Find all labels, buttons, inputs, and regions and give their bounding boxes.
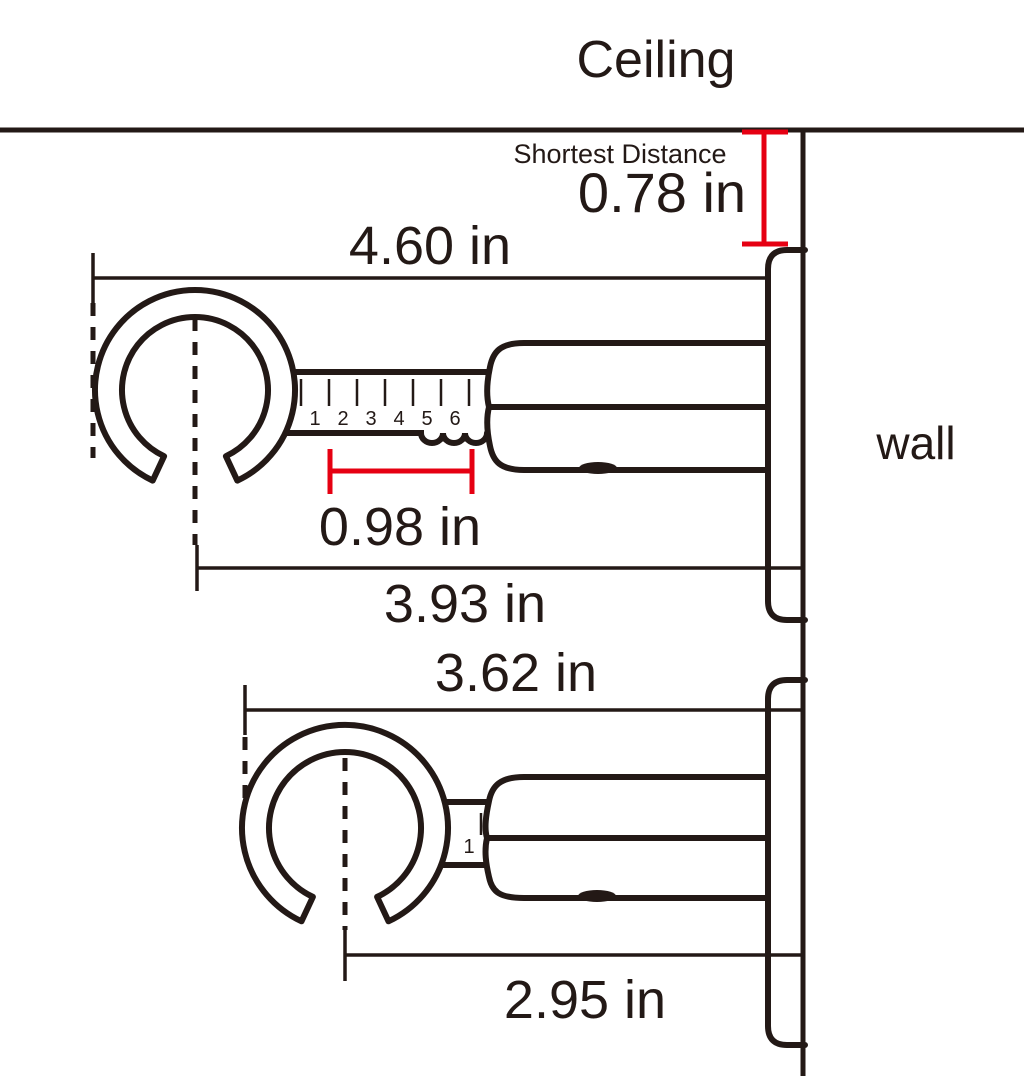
ruler-number: 6 [449,408,460,430]
dimension-value-3-62: 3.62 in [435,643,597,703]
ruler-number: 5 [421,408,432,430]
ruler-number: 3 [365,408,376,430]
wall-plate-top [765,247,808,623]
ruler-scale-extended: 1 2 3 4 5 6 [299,379,471,430]
screw-hole [578,890,616,902]
dimension-2-95 [343,930,803,981]
wall-plate-bottom [765,677,808,1048]
bracket-body-extended [484,340,771,474]
ceiling-label: Ceiling [577,31,736,89]
telescoping-arm-extended: 1 2 3 4 5 6 [265,369,491,446]
dimension-4-60 [91,253,766,303]
ruler-number: 1 [463,836,474,858]
rod-clamp-ring-extended [92,287,298,484]
dimension-value-2-95: 2.95 in [504,970,666,1030]
dimension-0-78-red [742,129,788,247]
dimension-3-93 [195,545,803,591]
ruler-number: 1 [309,408,320,430]
dimension-lines [91,253,803,981]
ruler-number: 2 [337,408,348,430]
shortest-distance-label: Shortest Distance [513,139,726,169]
arm-fill [268,372,490,433]
dimension-3-62 [243,685,803,735]
dimension-value-3-93: 3.93 in [384,574,546,634]
dimension-value-0-98: 0.98 in [319,497,481,557]
wall-label: wall [875,417,955,469]
screw-hole [579,462,617,474]
dimension-value-0-78: 0.78 in [578,161,746,224]
red-dimension-lines [327,129,788,494]
dimension-value-4-60: 4.60 in [349,216,511,276]
ruler-number: 4 [393,408,404,430]
arm-bottom-edge-wavy [265,430,490,446]
dimension-0-98-red [327,449,475,494]
bracket-extended: 1 2 3 4 5 6 [92,247,808,623]
rod-clamp-ring-retracted [239,721,451,925]
bracket-body-retracted [482,774,771,902]
